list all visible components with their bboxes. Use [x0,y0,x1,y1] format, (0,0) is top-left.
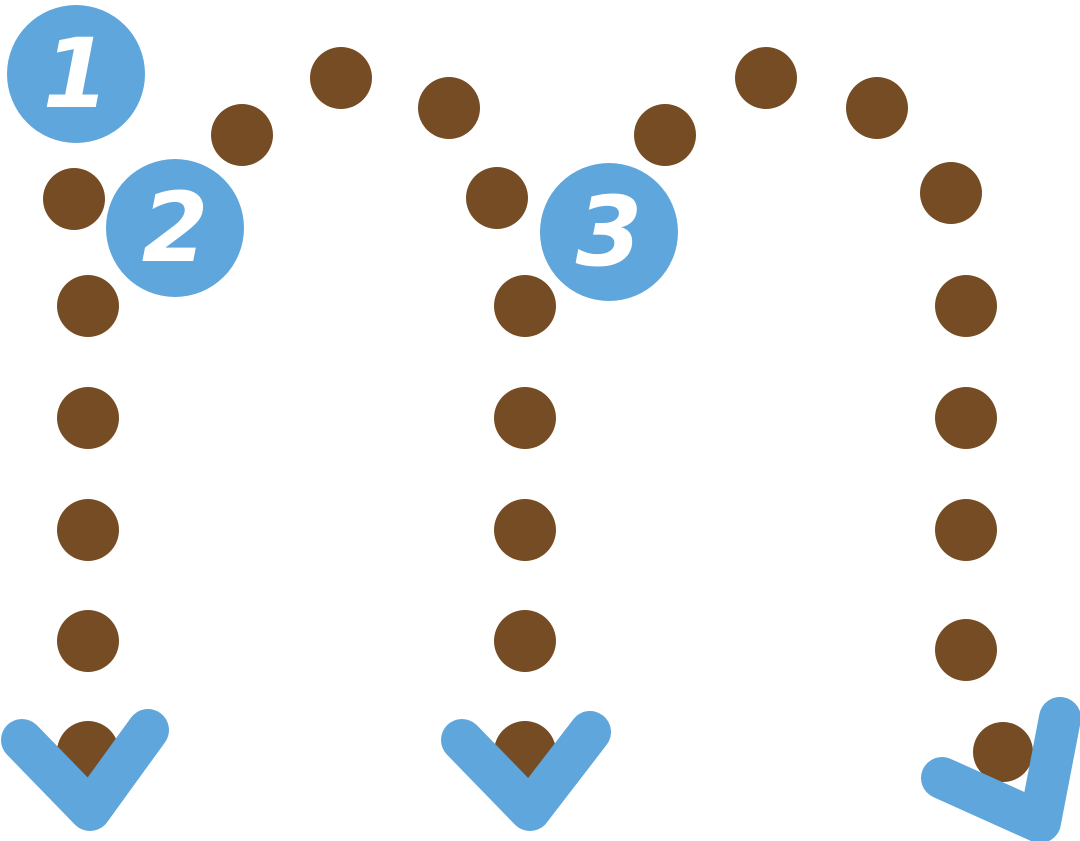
numbered-circle-icon [106,159,244,297]
trace-dot [57,387,119,449]
step-3-badge: 3 [540,163,678,301]
step-2-number: 2 [142,172,209,284]
trace-dot [43,168,105,230]
trace-dot [494,275,556,337]
stroke-1-path [43,168,119,783]
chevron-down-icon [441,711,611,831]
trace-dot [634,104,696,166]
step-1-badge: 1 [7,5,145,143]
stroke-3-path [634,47,1033,782]
trace-dot [57,610,119,672]
step-3-number: 3 [576,176,643,288]
trace-dot [494,610,556,672]
trace-dot [735,47,797,109]
trace-dot [935,275,997,337]
trace-dot [920,162,982,224]
stroke-2-path [211,47,556,783]
trace-dot [935,387,997,449]
trace-dot [935,619,997,681]
trace-dot [466,167,528,229]
trace-dot [211,104,273,166]
numbered-circle-icon [7,5,145,143]
chevron-down-icon [1,709,169,831]
trace-dot [310,47,372,109]
trace-dot [57,275,119,337]
step-2-badge: 2 [106,159,244,297]
trace-dot [973,722,1033,782]
trace-dot [494,387,556,449]
chevron-down-icon [921,697,1080,841]
trace-dot [935,499,997,561]
trace-dot [494,499,556,561]
trace-dot [418,77,480,139]
step-1-number: 1 [43,18,110,130]
trace-dot [846,77,908,139]
numbered-circle-icon [540,163,678,301]
trace-dot [57,499,119,561]
